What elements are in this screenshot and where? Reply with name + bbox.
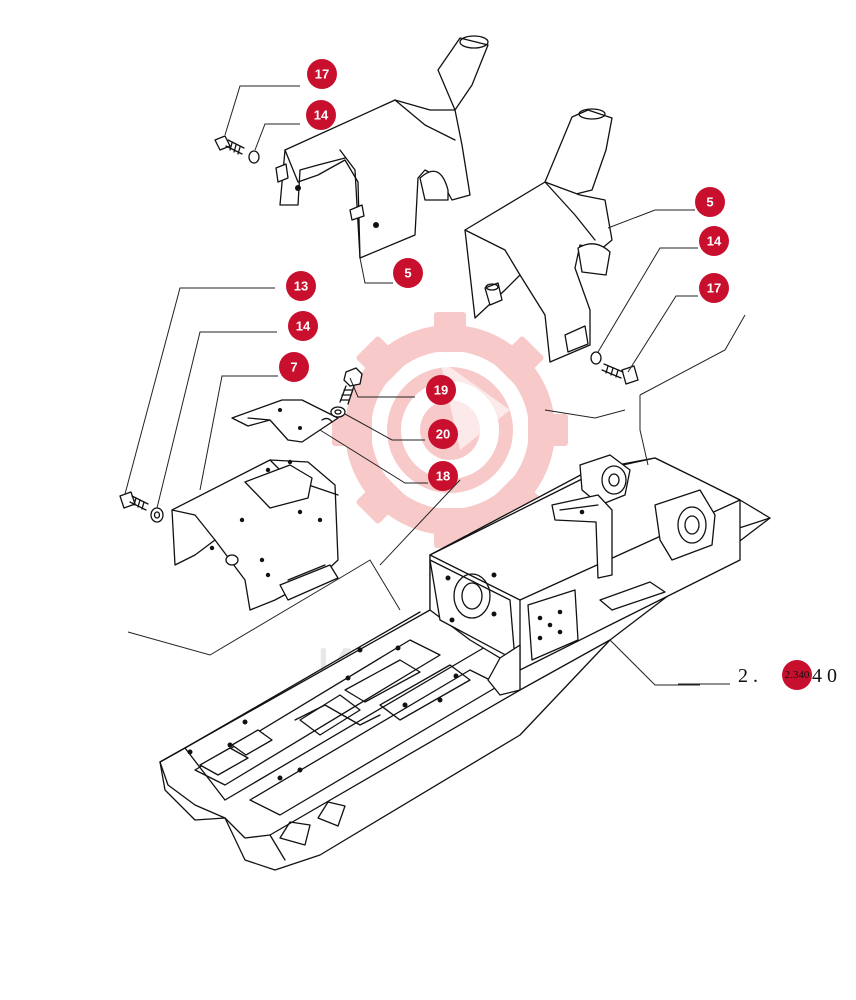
guard-7 xyxy=(171,459,339,611)
callout-label: 5 xyxy=(404,266,411,281)
callout-label: 14 xyxy=(707,234,722,249)
washer-14-left xyxy=(150,507,164,523)
callout-13[interactable]: 13 xyxy=(286,271,316,301)
callout-label: 14 xyxy=(314,108,329,123)
callout-label: 17 xyxy=(315,67,329,82)
washer-14-right xyxy=(590,351,602,365)
callout-label: 13 xyxy=(294,279,308,294)
reference-badge[interactable]: 2.340 xyxy=(782,660,812,690)
cover-5-right xyxy=(464,108,613,363)
callout-19[interactable]: 19 xyxy=(426,375,456,405)
callout-14-right[interactable]: 14 xyxy=(699,226,729,256)
callout-14-upper[interactable]: 14 xyxy=(306,100,336,130)
callout-7[interactable]: 7 xyxy=(279,352,309,382)
callout-5-left[interactable]: 5 xyxy=(393,258,423,288)
cover-5-left xyxy=(275,35,489,259)
callout-label: 19 xyxy=(434,383,448,398)
reference-code: 2 . 2.340 4 0 xyxy=(678,660,837,690)
fasteners xyxy=(119,135,639,523)
bolt-13 xyxy=(119,491,149,511)
reference-left: 2 . xyxy=(738,665,758,687)
reference-right: 4 0 xyxy=(812,665,837,687)
callout-17-upper[interactable]: 17 xyxy=(307,59,337,89)
bolt-19 xyxy=(339,367,363,405)
callout-20[interactable]: 20 xyxy=(428,419,458,449)
bolt-17-right xyxy=(601,363,639,385)
reference-badge-label: 2.340 xyxy=(785,669,810,681)
washer-14-upper xyxy=(248,150,260,164)
callout-17-right[interactable]: 17 xyxy=(699,273,729,303)
center-housing xyxy=(429,454,741,696)
callout-label: 17 xyxy=(707,281,721,296)
callout-label: 18 xyxy=(436,469,450,484)
callout-18[interactable]: 18 xyxy=(428,461,458,491)
callout-label: 20 xyxy=(436,427,450,442)
callout-label: 14 xyxy=(296,319,311,334)
callout-label: 7 xyxy=(290,360,297,375)
washer-20 xyxy=(330,406,346,418)
callout-5-right[interactable]: 5 xyxy=(695,187,725,217)
bolt-17-upper xyxy=(214,135,245,155)
leader-lines xyxy=(124,85,746,686)
callout-14-left[interactable]: 14 xyxy=(288,311,318,341)
callout-label: 5 xyxy=(706,195,713,210)
bracket-18 xyxy=(231,399,339,443)
